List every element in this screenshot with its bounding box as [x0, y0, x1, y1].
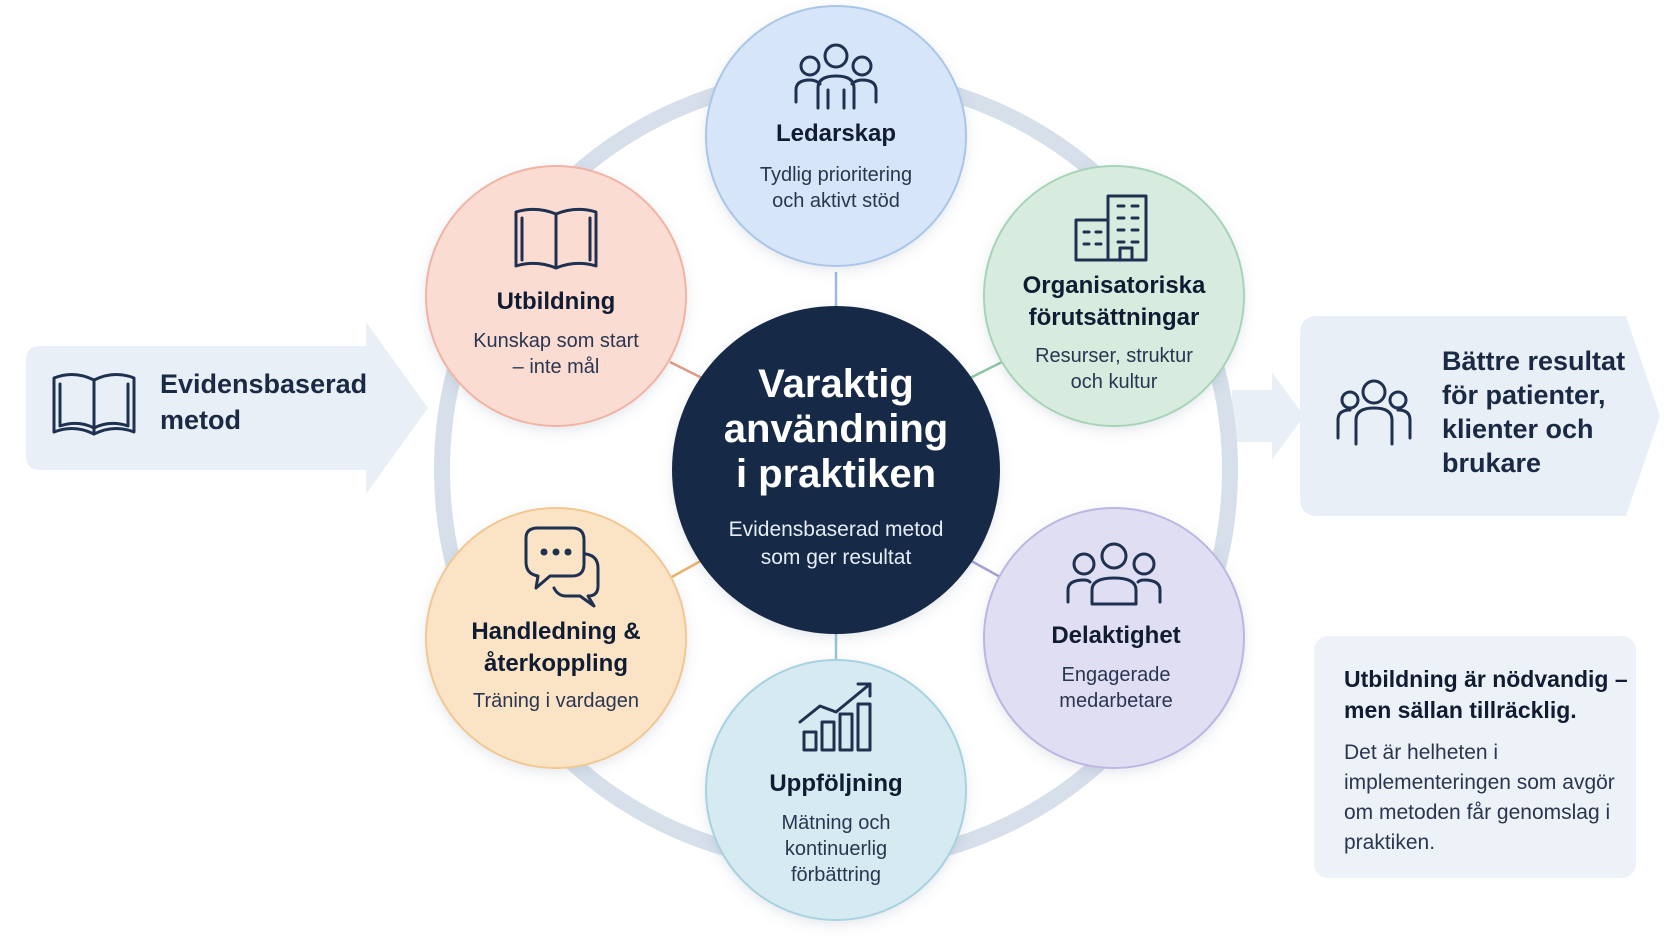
node-title-handledning: Handledning & återkoppling — [471, 618, 641, 677]
growth-chart-icon — [798, 682, 872, 752]
node-desc-delaktighet: Engagerade medarbetare — [1059, 664, 1173, 712]
output-label: Bättre resultat för patienter, klienter … — [1442, 346, 1626, 478]
node-circle-delaktighet — [983, 507, 1245, 769]
node-desc-utbildning: Kunskap som start – inte mål — [473, 330, 639, 378]
node-title-organisatoriska: Organisatoriska förutsättningar — [1022, 272, 1206, 331]
node-circle-ledarskap — [705, 5, 967, 267]
people-icon — [1336, 379, 1412, 446]
node-circle-utbildning — [425, 165, 687, 427]
node-circle-organisatoriska — [983, 165, 1245, 427]
buildings-icon — [1074, 194, 1148, 262]
node-desc-handledning: Träning i vardagen — [472, 690, 640, 712]
connector-arrow — [1232, 372, 1304, 460]
center-circle — [672, 306, 1000, 634]
node-title-uppfoljning: Uppföljning — [769, 770, 903, 797]
node-circle-uppfoljning — [705, 659, 967, 921]
node-circles — [425, 5, 1245, 921]
output-arrow — [1300, 316, 1660, 516]
center-subtitle: Evidensbaserad metod som ger resultat — [728, 518, 944, 569]
node-title-utbildning: Utbildning — [496, 288, 616, 315]
node-circle-handledning — [425, 507, 687, 769]
team-icon — [1066, 542, 1162, 606]
input-arrow — [26, 322, 428, 494]
center-title: Varaktig användning i praktiken — [723, 362, 949, 496]
input-label: Evidensbaserad metod — [160, 369, 368, 435]
note-body: Det är helheten i implementeringen som a… — [1344, 741, 1615, 854]
node-desc-uppfoljning: Mätning och kontinuerlig förbättring — [781, 812, 891, 886]
book-icon — [514, 207, 598, 270]
node-title-ledarskap: Ledarskap — [775, 120, 897, 147]
node-desc-organisatoriska: Resurser, struktur och kultur — [1035, 345, 1193, 393]
node-title-delaktighet: Delaktighet — [1051, 622, 1181, 649]
group-icon — [794, 43, 878, 110]
note-title: Utbildning är nödvandig – men sällan til… — [1344, 666, 1628, 723]
open-book-icon — [52, 373, 136, 436]
note-box — [1314, 636, 1636, 878]
chat-bubbles-icon — [524, 526, 600, 608]
node-desc-ledarskap: Tydlig prioritering och aktivt stöd — [759, 164, 913, 212]
